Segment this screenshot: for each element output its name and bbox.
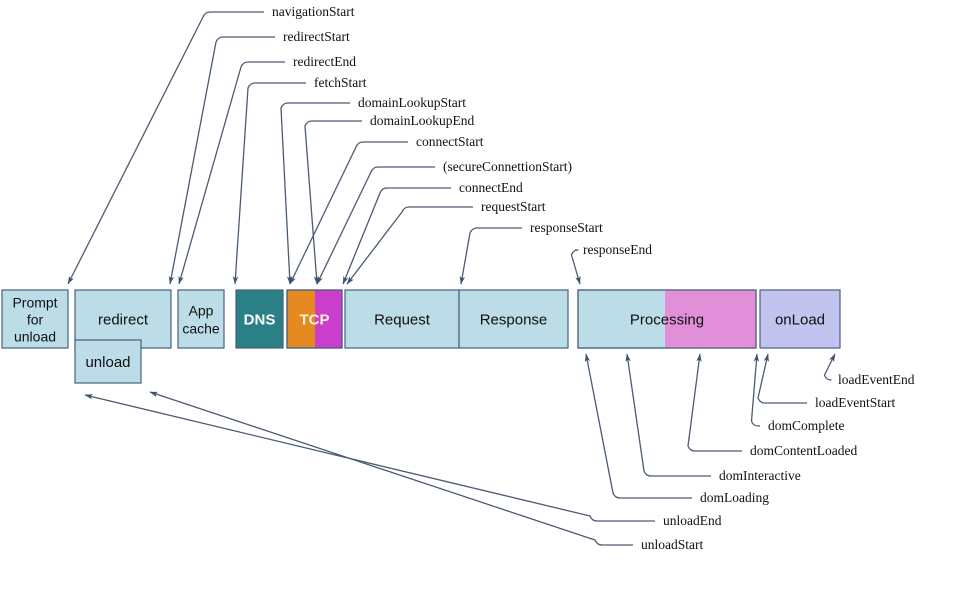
phase-label-app-cache: cache [182, 321, 220, 337]
phase-label-app-cache: App [189, 303, 214, 319]
phase-box-request [344, 289, 460, 349]
event-label-requestStart: requestStart [481, 199, 546, 214]
event-label-redirectEnd: redirectEnd [293, 54, 356, 69]
event-label-fetchStart: fetchStart [314, 75, 367, 90]
leader-line-unloadEnd [84, 394, 655, 522]
event-label-unloadStart: unloadStart [641, 537, 703, 552]
bottom-leader-lines [84, 353, 836, 546]
phase-label-request: Request [374, 312, 431, 329]
leader-line-redirectStart [168, 36, 275, 285]
phase-split-tcp-secure-half [315, 290, 342, 348]
event-label-secureConnectionStart: (secureConnettionStart) [443, 159, 572, 174]
phase-box-prompt-for-unload [1, 289, 69, 349]
top-leader-lines [67, 11, 581, 285]
phase-split-processing-domready-half [665, 290, 756, 348]
event-label-domInteractive: domInteractive [719, 468, 801, 483]
leader-line-redirectEnd [178, 61, 285, 285]
event-label-domComplete: domComplete [768, 418, 845, 433]
event-label-navigationStart: navigationStart [272, 4, 355, 19]
phase-label-prompt-for-unload: for [27, 312, 44, 328]
event-label-connectStart: connectStart [416, 134, 484, 149]
phase-box-onload [759, 289, 841, 349]
leader-line-domainLookupEnd [304, 120, 362, 285]
event-label-connectEnd: connectEnd [459, 180, 523, 195]
leader-line-domInteractive [625, 353, 711, 477]
leader-line-fetchStart [232, 82, 306, 285]
leader-line-connectStart [289, 141, 408, 285]
phase-label-processing: Processing [630, 312, 704, 329]
event-label-loadEventEnd: loadEventEnd [838, 372, 915, 387]
event-label-responseEnd: responseEnd [583, 242, 652, 257]
bottom-event-labels: loadEventEnd loadEventStart domComplete dom… [641, 372, 915, 552]
leader-line-navigationStart [67, 11, 264, 285]
event-label-responseStart: responseStart [530, 220, 603, 235]
leader-line-loadEventEnd [823, 353, 836, 381]
phase-box-response [458, 289, 569, 349]
phase-label-onload: onLoad [775, 312, 825, 329]
leader-line-domComplete [750, 353, 760, 427]
event-label-domLoading: domLoading [700, 490, 769, 505]
leader-line-unloadStart [149, 391, 633, 546]
leader-line-connectEnd [342, 187, 451, 285]
event-label-loadEventStart: loadEventStart [815, 395, 895, 410]
event-label-domainLookupEnd: domainLookupEnd [370, 113, 474, 128]
phase-label-tcp: TCP [300, 312, 330, 329]
phase-label-redirect: redirect [98, 312, 149, 329]
phase-label-unload: unload [85, 354, 130, 371]
leader-line-responseEnd [570, 249, 581, 285]
leader-line-secureConnectionStart [316, 166, 435, 285]
event-label-domContentLoaded: domContentLoaded [750, 443, 857, 458]
leader-line-domainLookupStart [280, 102, 350, 285]
phase-box-dns [235, 289, 284, 349]
event-label-redirectStart: redirectStart [283, 29, 350, 44]
leader-line-domLoading [584, 353, 692, 499]
event-label-unloadEnd: unloadEnd [663, 513, 722, 528]
phase-label-dns: DNS [244, 312, 276, 329]
leader-line-domContentLoaded [687, 353, 742, 452]
top-event-labels: navigationStart redirectStart redirectEnd f… [272, 4, 652, 257]
phase-box-unload [74, 339, 142, 384]
phase-label-prompt-for-unload: unload [14, 329, 56, 345]
leader-line-requestStart [346, 206, 473, 285]
phase-label-response: Response [480, 312, 548, 329]
event-label-domainLookupStart: domainLookupStart [358, 95, 466, 110]
leader-line-responseStart [459, 227, 522, 285]
phase-box-app-cache [177, 289, 225, 349]
phase-label-prompt-for-unload: Prompt [12, 295, 57, 311]
leader-line-loadEventStart [757, 353, 807, 404]
